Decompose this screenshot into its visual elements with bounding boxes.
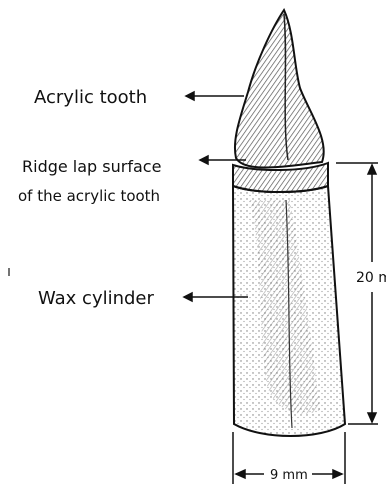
label-height-dimension: 20 m — [356, 270, 386, 286]
label-ridge-lap-line1: Ridge lap surface — [22, 157, 161, 176]
label-ridge-lap-line2: of the acrylic tooth — [18, 187, 160, 205]
label-acrylic-tooth: Acrylic tooth — [34, 87, 147, 108]
acrylic-tooth-shape — [235, 10, 324, 168]
label-width-dimension: 9 mm — [270, 468, 308, 483]
label-wax-cylinder: Wax cylinder — [38, 288, 155, 309]
